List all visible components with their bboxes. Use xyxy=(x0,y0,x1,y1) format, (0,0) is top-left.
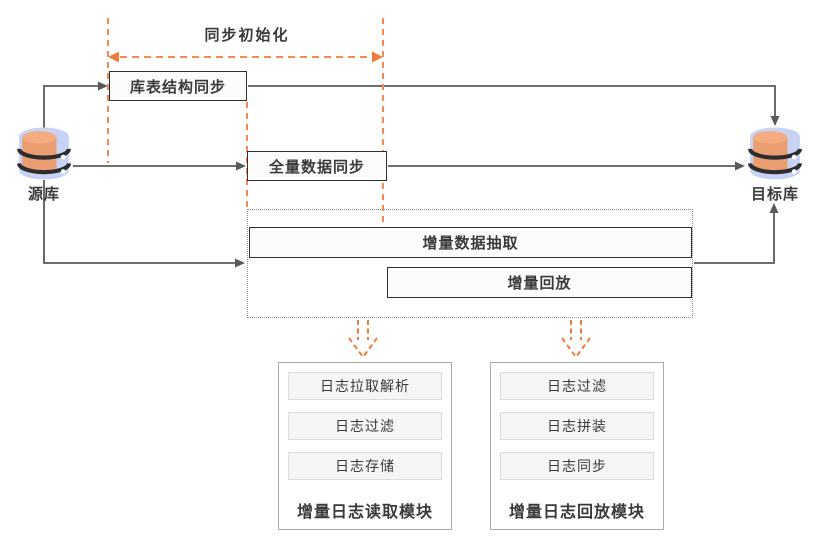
source-database: 源库 xyxy=(10,126,78,204)
module-item: 日志过滤 xyxy=(288,412,442,440)
database-icon xyxy=(17,127,71,180)
module-incremental-log-reader: 日志拉取解析 日志过滤 日志存储 增量日志读取模块 xyxy=(278,362,452,530)
connector-source-to-incremental xyxy=(43,180,245,268)
target-database-label: 目标库 xyxy=(750,186,799,203)
module-incremental-log-replay: 日志过滤 日志拼装 日志同步 增量日志回放模块 xyxy=(490,362,664,530)
step-incremental-replay: 增量回放 xyxy=(387,267,692,298)
dashed-down-arrow-right-icon xyxy=(561,320,591,359)
module-item: 日志存储 xyxy=(288,452,442,480)
init-phase-span-arrow xyxy=(108,51,383,63)
connector-full-sync-to-target xyxy=(388,161,745,171)
connector-structure-sync-to-target xyxy=(248,85,780,126)
step-incremental-extract: 增量数据抽取 xyxy=(249,227,692,258)
connector-source-to-structure-sync xyxy=(43,81,108,128)
database-icon xyxy=(748,127,802,180)
phase-divider-lines xyxy=(107,18,384,227)
dashed-down-arrow-left-icon xyxy=(348,320,378,359)
connector-incremental-to-target xyxy=(694,203,779,264)
step-full-data-sync: 全量数据同步 xyxy=(247,151,387,181)
module-item: 日志同步 xyxy=(500,452,654,480)
source-database-label: 源库 xyxy=(27,186,60,203)
incremental-group-box xyxy=(247,209,693,318)
module-label: 增量日志回放模块 xyxy=(508,504,645,521)
connector-source-to-full-sync xyxy=(73,161,246,171)
step-structure-sync: 库表结构同步 xyxy=(109,71,247,101)
module-item: 日志过滤 xyxy=(500,372,654,400)
module-label: 增量日志读取模块 xyxy=(296,504,433,521)
module-item: 日志拼装 xyxy=(500,412,654,440)
init-phase-title: 同步初始化 xyxy=(204,27,290,44)
target-database: 目标库 xyxy=(741,126,809,204)
module-item: 日志拉取解析 xyxy=(288,372,442,400)
